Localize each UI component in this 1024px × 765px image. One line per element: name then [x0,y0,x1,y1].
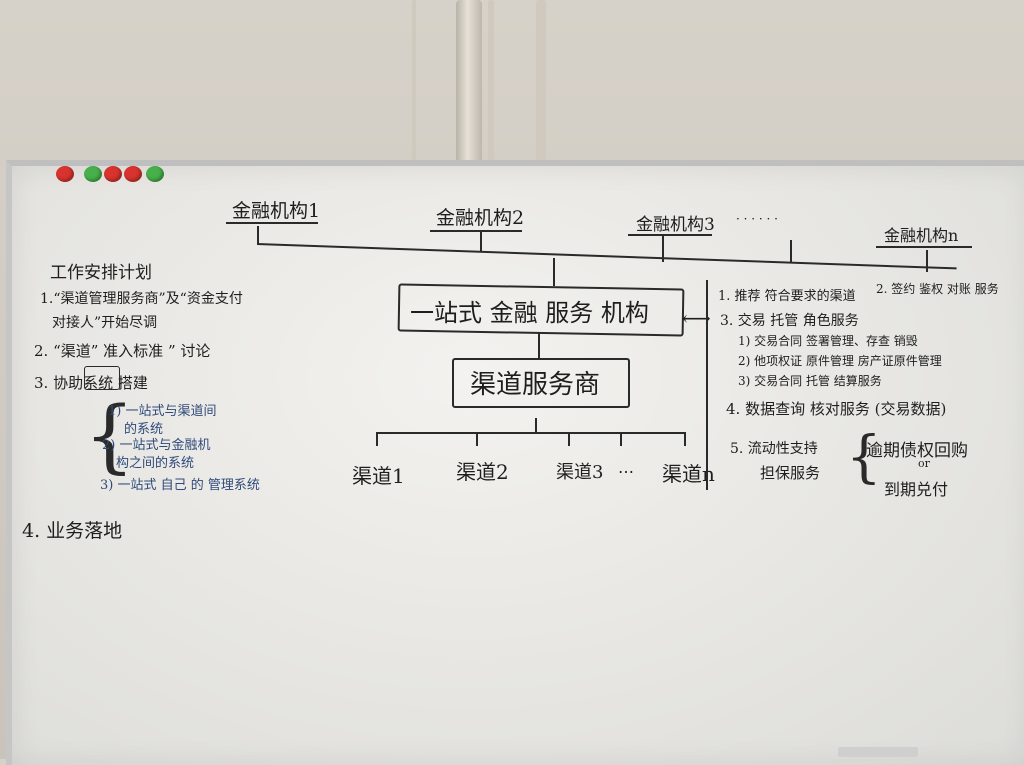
wall-cable [536,0,546,190]
underline [430,230,522,232]
brace: { [84,389,135,482]
plan-sub-1a: 1) 一站式与渠道间 [108,404,217,419]
connector [684,432,686,446]
whiteboard [6,160,1024,765]
connector [553,258,555,286]
plan-item-1b: 对接人”开始尽调 [52,315,158,331]
institution-1: 金融机构1 [232,200,321,222]
red-magnet [104,166,122,182]
note-5a: 5. 流动性支持 [730,441,818,457]
channel-provider-box [452,358,630,408]
underline [628,234,712,236]
wall-cable [412,0,416,190]
red-magnet [56,166,74,182]
note-3c: 3) 交易合同 托管 结算服务 [738,374,882,388]
connector [480,232,482,252]
note-5b: 担保服务 [760,464,821,482]
channel-2: 渠道2 [456,460,509,484]
channel-3: 渠道3 [556,462,604,483]
plan-item-1a: 1.“渠道管理服务商”及“资金支付 [40,291,243,307]
plan-item-4: 4. 业务落地 [22,520,123,542]
note-3: 3. 交易 托管 角色服务 [720,313,859,329]
one-stop-label: 一站式 金融 服务 机构 [410,299,649,327]
connector [535,418,537,432]
connector [376,432,378,446]
connector [538,332,540,360]
brace: { [846,425,882,490]
connector [926,250,928,272]
institution-2: 金融机构2 [436,207,525,229]
connector [476,432,478,446]
channel-provider-label: 渠道服务商 [470,370,601,400]
connector [568,432,570,446]
underline [226,222,318,224]
marker-tray [838,747,918,757]
connector [257,226,259,244]
note-5e: 到期兑付 [884,480,949,499]
note-1: 1. 推荐 符合要求的渠道 [718,289,856,304]
system-highlight-box [84,366,120,390]
green-magnet [146,166,164,182]
connector [790,240,792,262]
note-2: 2. 签约 鉴权 对账 服务 [876,282,999,296]
note-5d: or [918,457,930,470]
plan-sub-3: 3) 一站式 自己 的 管理系统 [100,478,260,493]
wall-pipe [456,0,482,190]
plan-sub-2b: 构之间的系统 [116,456,195,471]
connector [376,432,686,434]
plan-item-2: 2. “渠道” 准入标准 ” 讨论 [34,342,211,360]
note-3b: 2) 他项权证 原件管理 房产证原件管理 [738,354,942,368]
bracket [706,280,712,490]
underline [876,246,972,248]
wall-cable [488,0,494,190]
note-3a: 1) 交易合同 签署管理、存查 销毁 [738,334,918,348]
note-4: 4. 数据查询 核对服务 (交易数据) [726,400,947,418]
red-magnet [124,166,142,182]
institution-dots: · · · · · · [736,212,778,226]
channel-dots: … [618,458,634,477]
green-magnet [84,166,102,182]
plan-sub-1b: 的系统 [124,422,164,437]
connector [620,432,622,446]
institution-3: 金融机构3 [636,215,715,235]
bidirectional-arrow: ⟷ [682,306,711,330]
channel-1: 渠道1 [352,464,405,488]
plan-title: 工作安排计划 [50,263,152,283]
institution-n: 金融机构n [884,226,959,245]
note-5c: 逾期债权回购 [866,441,968,461]
plan-sub-2a: 2) 一站式与金融机 [102,438,211,453]
connector [662,236,664,262]
